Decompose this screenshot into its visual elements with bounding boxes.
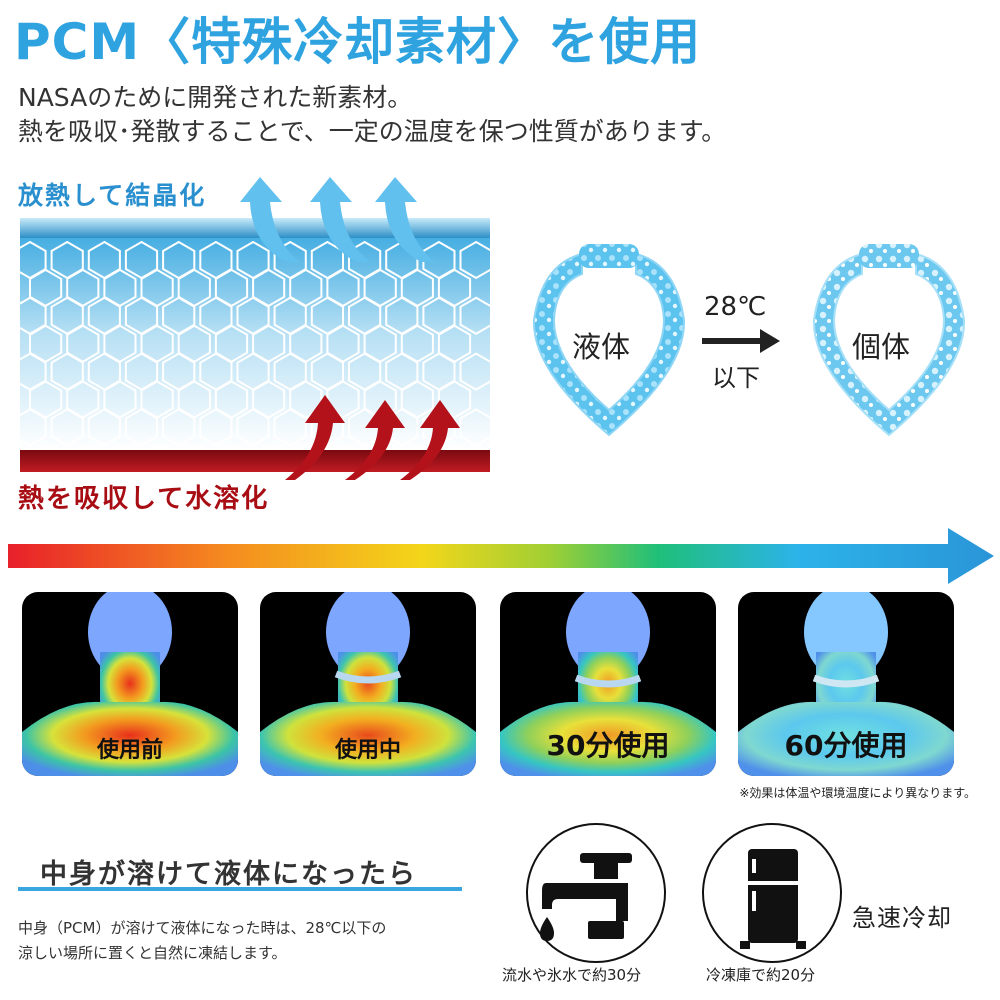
panel-label: 60分使用: [784, 729, 908, 762]
hexagon-cell: [459, 240, 490, 280]
intro-line-1: NASAのために開発された新素材。: [18, 83, 413, 112]
temperature-label: 28℃: [704, 292, 767, 322]
hexagon-cell: [459, 296, 490, 335]
hexagon-cell: [199, 408, 233, 447]
faucet-caption: 流水や氷水で約30分: [502, 966, 642, 984]
freezer-caption: 冷凍庫で約20分: [706, 966, 816, 984]
below-label: 以下: [712, 364, 760, 392]
faucet-icon: [542, 853, 632, 939]
hexagon-cell: [459, 352, 490, 391]
heading-underline: [18, 887, 462, 891]
section-heading: 中身が溶けて液体になったら: [40, 859, 417, 890]
hexagon-cell: [236, 408, 270, 447]
thermal-panel-before: 使用前: [22, 592, 238, 776]
liquid-label: 液体: [572, 330, 631, 364]
heat-absorb-arrows: [285, 395, 460, 480]
solid-label: 個体: [852, 330, 911, 364]
arrow-up-icon: [285, 395, 345, 480]
hexagon-cell: [162, 408, 196, 447]
water-drop-icon: [540, 917, 554, 941]
hexagon-cell: [87, 408, 121, 447]
liquefy-label: 熱を吸収して水溶化: [18, 484, 270, 514]
arrow-up-icon: [240, 177, 300, 262]
disclaimer: ※効果は体温や環境温度により異なります。: [739, 786, 976, 800]
body-line-2: 涼しい場所に置くと自然に凍結します。: [18, 944, 287, 962]
temperature-gradient-arrow: [8, 528, 994, 584]
panel-label: 30分使用: [546, 729, 670, 762]
liquid-ring: [532, 244, 686, 437]
hexagon-cell: [273, 408, 307, 447]
arrow-up-icon: [400, 400, 460, 480]
arrow-up-icon: [345, 400, 405, 480]
panel-label: 使用前: [96, 738, 163, 763]
freezer-circle: [702, 823, 842, 963]
arrow-right-icon: [702, 329, 780, 353]
page-title: PCM〈特殊冷却素材〉を使用: [14, 13, 702, 71]
solid-ring: [812, 244, 966, 437]
hexagon-cell: [20, 408, 47, 447]
hexagon-cell: [124, 408, 159, 447]
thermal-panel-during: 使用中: [260, 592, 476, 776]
faucet-circle: [526, 823, 666, 963]
arrow-up-icon: [310, 177, 370, 262]
panel-label: 使用中: [334, 738, 401, 763]
crystallize-label: 放熱して結晶化: [18, 181, 207, 210]
thermal-panel-60min: 60分使用: [738, 592, 954, 776]
body-line-1: 中身（PCM）が溶けて液体になった時は、28℃以下の: [18, 919, 387, 937]
thermal-panel-30min: 30分使用: [500, 592, 716, 776]
quick-cool-label: 急速冷却: [852, 904, 952, 932]
hexagon-cell: [50, 408, 84, 447]
arrow-up-icon: [375, 177, 435, 262]
freezer-icon: [740, 849, 806, 949]
hexagon-cell: [459, 408, 490, 447]
heat-release-arrows: [240, 177, 435, 262]
intro-line-2: 熱を吸収･発散することで、一定の温度を保つ性質があります。: [18, 117, 727, 146]
